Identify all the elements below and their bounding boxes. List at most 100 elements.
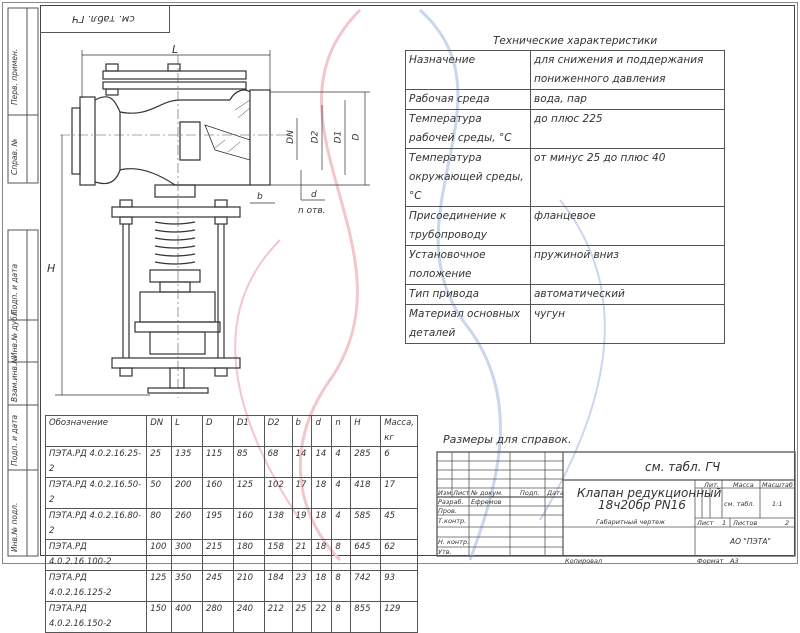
table-cell: 240 bbox=[232, 601, 265, 633]
table-cell: 14 bbox=[311, 446, 333, 478]
col-izm: Изм. bbox=[438, 489, 454, 497]
table-cell: 212 bbox=[263, 601, 293, 633]
dim-H: H bbox=[47, 262, 56, 275]
col-sign: Подп. bbox=[520, 489, 540, 497]
reference-note: Размеры для справок. bbox=[443, 433, 572, 446]
sheet-label: Лист bbox=[697, 519, 714, 527]
table-cell: 260 bbox=[171, 508, 203, 540]
developer-name: Ефремов bbox=[471, 498, 502, 506]
sheets-label: Листов bbox=[733, 519, 758, 527]
table-cell: ПЭТА.РД 4.0.2.16.50-2 bbox=[44, 477, 148, 509]
sheet-number: 1 bbox=[722, 519, 727, 527]
table-cell: 160 bbox=[232, 508, 265, 540]
table-cell: 855 bbox=[350, 601, 382, 633]
role-norm-control: Н. контр. bbox=[438, 538, 470, 546]
table-cell: 25 bbox=[291, 601, 313, 633]
table-cell: 200 bbox=[171, 477, 203, 509]
table-cell: 245 bbox=[201, 570, 234, 602]
table-cell: 80 bbox=[146, 508, 173, 540]
dim-L: L bbox=[172, 43, 179, 56]
table-cell: ПЭТА.РД 4.0.2.16.125-2 bbox=[44, 570, 148, 602]
side-stamp-grid bbox=[7, 7, 39, 557]
table-cell: 17 bbox=[380, 477, 418, 509]
table-cell: 115 bbox=[201, 446, 234, 478]
table-cell: 68 bbox=[263, 446, 293, 478]
table-cell: 280 bbox=[201, 601, 234, 633]
sheets-count: 2 bbox=[785, 519, 790, 527]
col-doc: № докум. bbox=[471, 489, 504, 497]
table-cell: 25 bbox=[146, 446, 173, 478]
role-tech-control: Т.контр. bbox=[438, 517, 467, 525]
table-cell: 350 bbox=[171, 570, 203, 602]
table-cell: 138 bbox=[263, 508, 293, 540]
spec-name: Материал основных деталей bbox=[405, 304, 531, 344]
col-list: Лист bbox=[453, 489, 470, 497]
column-header: Масса, кг bbox=[380, 415, 418, 447]
format-label: Формат bbox=[697, 557, 724, 565]
spec-value: до плюс 225 bbox=[530, 109, 725, 149]
copied-label: Копировал bbox=[565, 557, 603, 565]
mass-value: см. табл. bbox=[724, 500, 755, 508]
spec-name: Температура окружающей среды, °С bbox=[405, 148, 531, 207]
spec-name: Установочное положение bbox=[405, 245, 531, 285]
valve-drawing bbox=[55, 50, 370, 398]
table-cell: 18 bbox=[311, 570, 333, 602]
product-title: Клапан редукционный bbox=[577, 486, 722, 500]
doc-type: Габаритный чертеж bbox=[596, 518, 666, 526]
table-cell: 129 bbox=[380, 601, 418, 633]
column-header: Обозначение bbox=[44, 415, 148, 447]
table-cell: 184 bbox=[263, 570, 293, 602]
table-cell: 400 bbox=[171, 601, 203, 633]
scale-value: 1:1 bbox=[772, 500, 783, 508]
dim-n-holes: n отв. bbox=[298, 206, 326, 216]
table-cell: 135 bbox=[171, 446, 203, 478]
col-date: Дата bbox=[547, 489, 564, 497]
lit-label: Лит. bbox=[704, 481, 719, 489]
product-code: 18ч20бр PN16 bbox=[598, 498, 686, 512]
table-cell: 8 bbox=[331, 570, 352, 602]
dim-b: b bbox=[257, 192, 263, 202]
specs-title: Технические характеристики bbox=[493, 35, 658, 47]
table-cell: ПЭТА.РД 4.0.2.16.25-2 bbox=[44, 446, 148, 478]
drawing-frame bbox=[40, 5, 795, 556]
table-cell: 22 bbox=[311, 601, 333, 633]
table-cell: 45 bbox=[380, 508, 418, 540]
role-developer: Разраб. bbox=[438, 498, 464, 506]
top-stamp-box: см. табл. ГЧ bbox=[40, 5, 170, 33]
designation: см. табл. ГЧ bbox=[645, 460, 721, 474]
column-header: D2 bbox=[263, 415, 293, 447]
table-cell: 742 bbox=[350, 570, 382, 602]
spec-name: Температура рабочей среды, °С bbox=[405, 109, 531, 149]
spec-value: чугун bbox=[530, 304, 725, 344]
spec-name: Присоединение к трубопроводу bbox=[405, 206, 531, 246]
table-cell: 125 bbox=[146, 570, 173, 602]
spec-value: пружиной вниз bbox=[530, 245, 725, 285]
table-cell: 50 bbox=[146, 477, 173, 509]
table-cell: 18 bbox=[311, 477, 333, 509]
spec-value: от минус 25 до плюс 40 bbox=[530, 148, 725, 207]
dim-d: d bbox=[311, 190, 317, 200]
table-cell: 585 bbox=[350, 508, 382, 540]
table-cell: 150 bbox=[146, 601, 173, 633]
table-cell: 23 bbox=[291, 570, 313, 602]
title-block-grid bbox=[436, 451, 796, 557]
mass-label: Масса bbox=[733, 481, 754, 489]
column-header: D bbox=[201, 415, 234, 447]
table-cell: ПЭТА.РД 4.0.2.16.150-2 bbox=[44, 601, 148, 633]
table-cell: 93 bbox=[380, 570, 418, 602]
company: АО "ПЭТА" bbox=[730, 537, 771, 546]
table-cell: 210 bbox=[232, 570, 265, 602]
spec-value: фланцевое bbox=[530, 206, 725, 246]
column-header: H bbox=[350, 415, 382, 447]
table-cell: 195 bbox=[201, 508, 234, 540]
scale-label: Масштаб bbox=[762, 481, 793, 489]
